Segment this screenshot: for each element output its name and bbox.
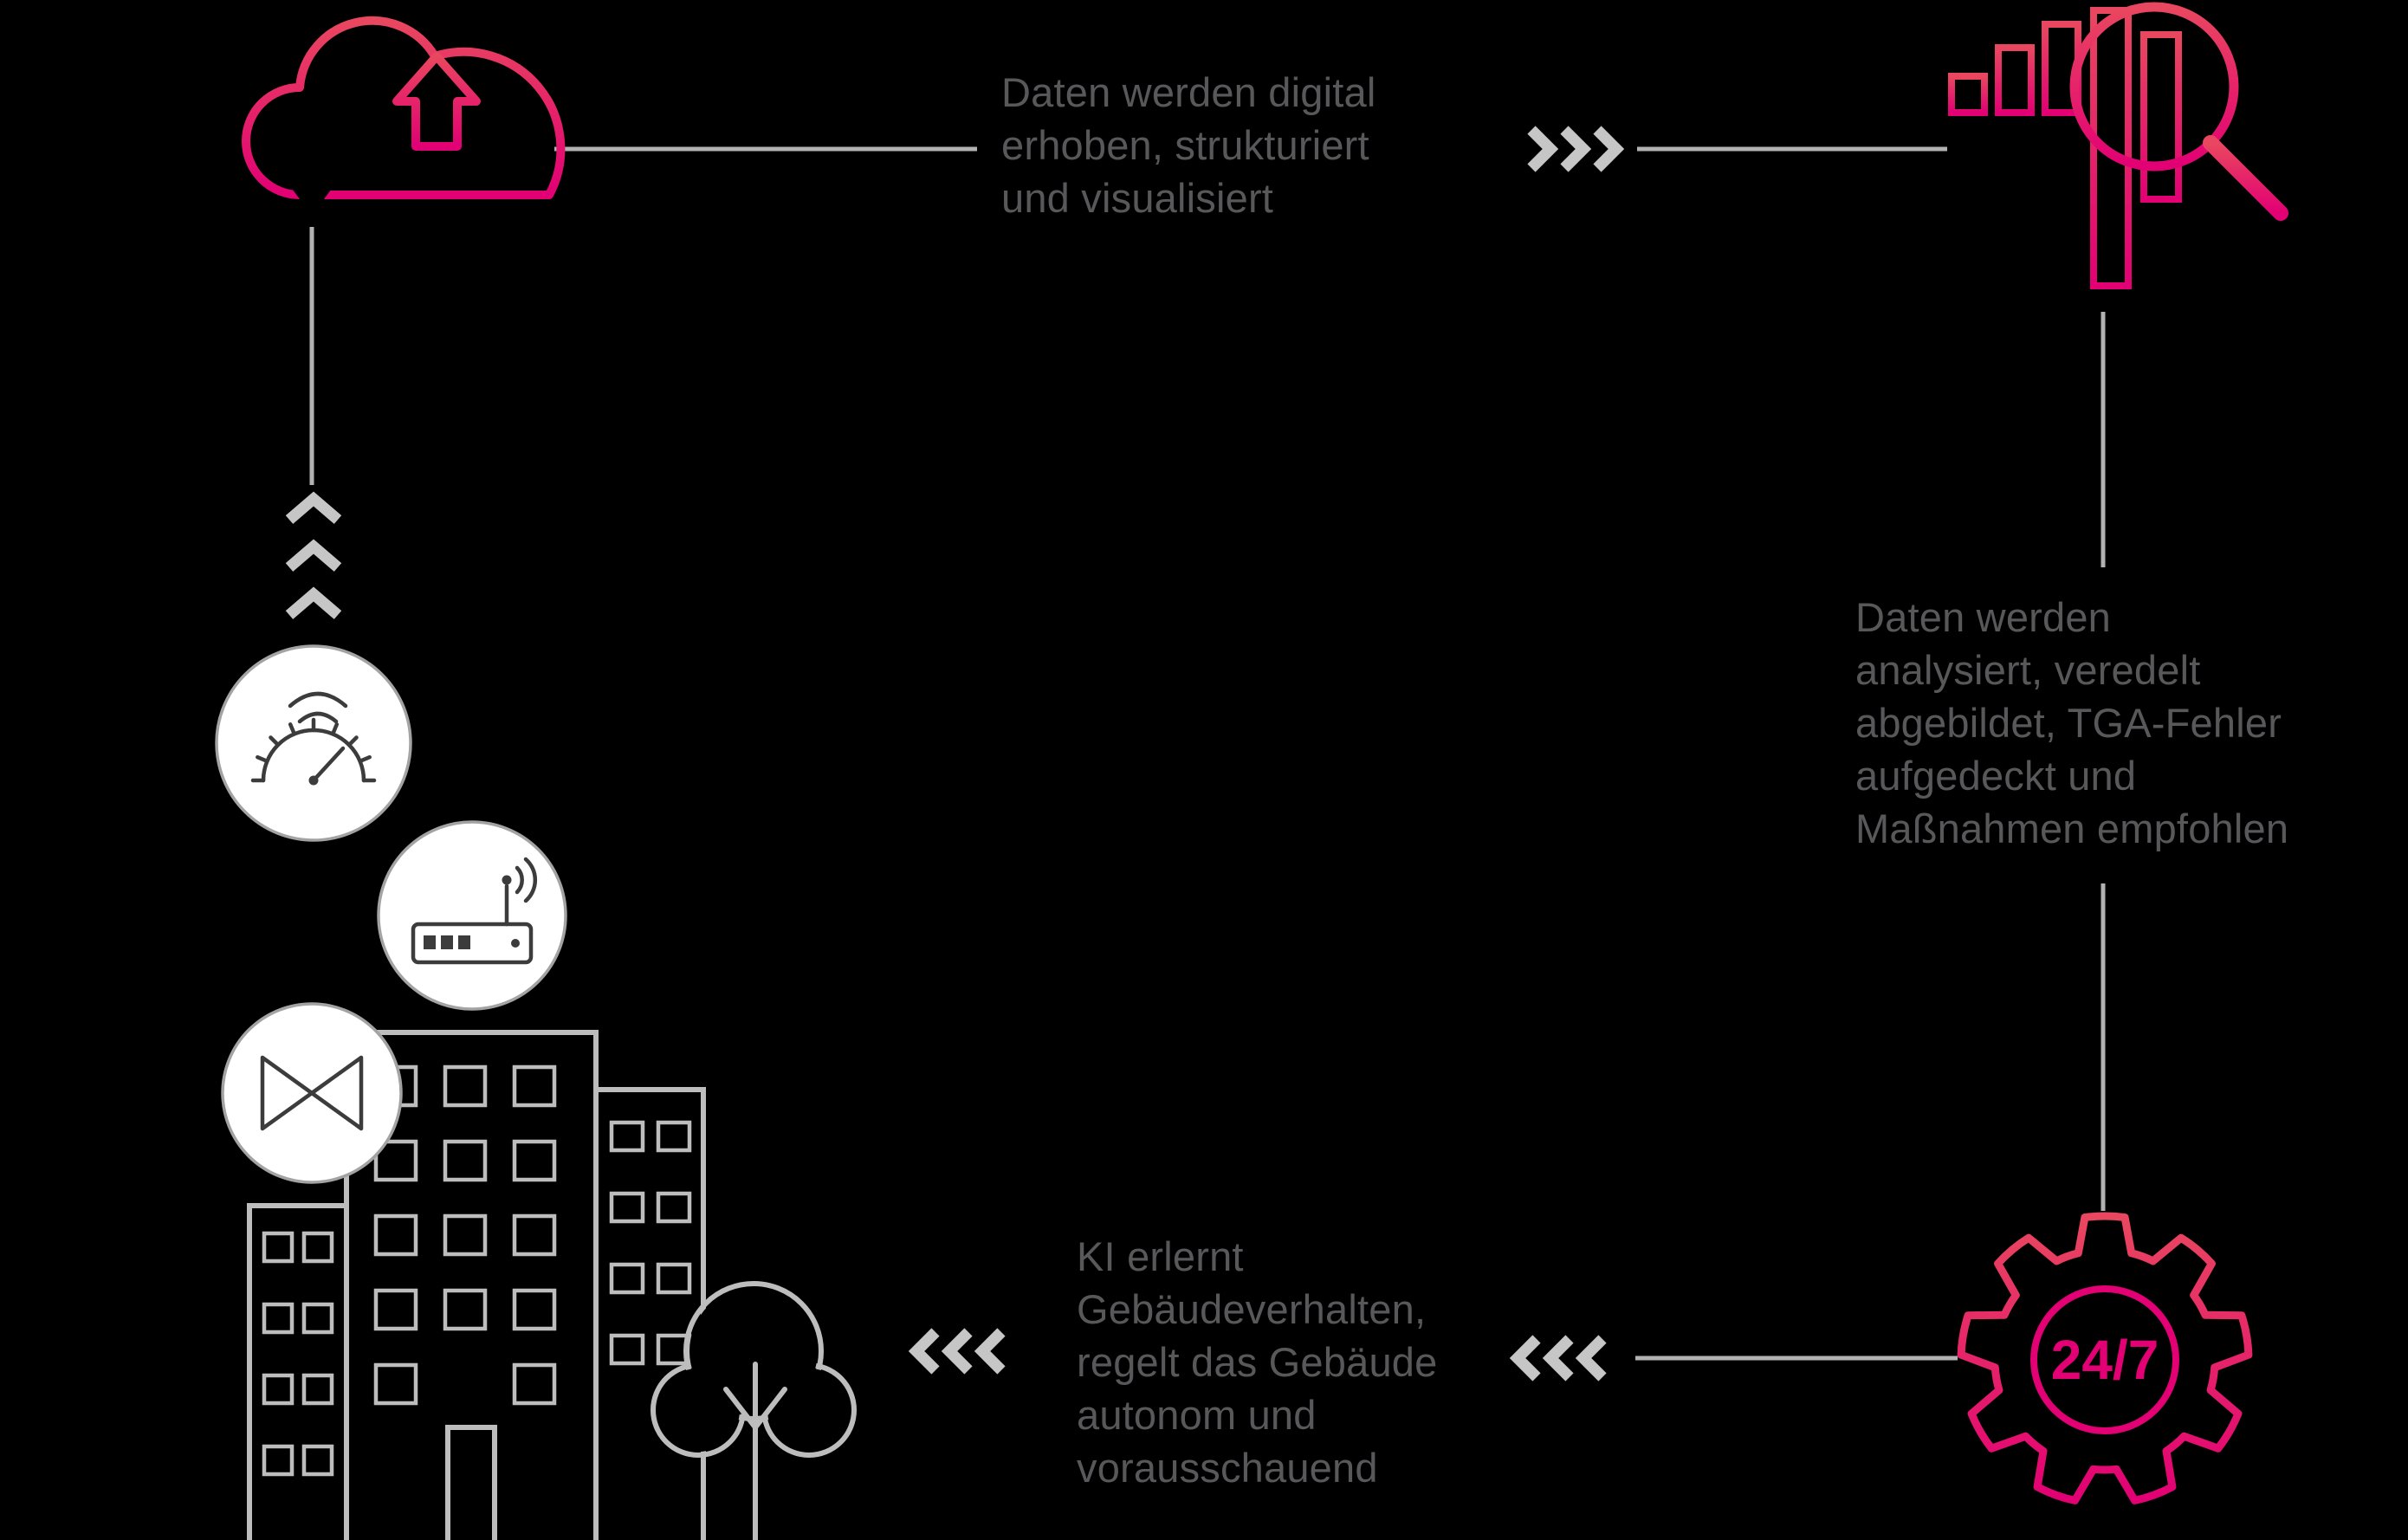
gauge-needle [311,746,346,783]
building-right-annex [593,1087,706,1540]
gear-inner-ring [2030,1285,2179,1434]
gear-247-icon [1957,1212,2253,1504]
gateway-router-icon [377,820,567,1011]
tree-icon [651,1281,857,1540]
left-chevrons-icon-2 [1509,1335,1607,1381]
up-chevrons-icon [285,491,342,619]
valve-sensor-icon [221,1002,403,1184]
tree-trunk [723,1362,787,1540]
cloud-sync-icon [242,16,566,216]
building-door [445,1425,497,1540]
gauge-sensor-icon [215,644,412,842]
building-icon [247,1030,706,1540]
antenna-tip [502,875,512,885]
magnifier-lens [2069,2,2239,171]
right-chevrons-icon [1527,126,1625,172]
gear-body [1957,1212,2253,1504]
step-analyze-text: Daten werden analysiert, veredelt abgebi… [1855,594,2289,851]
step-collect-text: Daten werden digital erhoben, strukturie… [1001,69,1376,221]
magnifier-handle [2203,135,2288,221]
bar-chart-magnifier-icon [1948,2,2288,289]
download-arrow-icon [274,105,350,216]
upload-arrow-icon [392,52,481,151]
building-left-tower [247,1203,349,1540]
building-windows [262,1064,692,1477]
step-control-text: KI erlernt Gebäudeverhalten, regelt das … [1077,1233,1438,1491]
gear-247-label: 24/7 [2050,1329,2159,1391]
cloud-outline [242,16,566,199]
left-chevrons-icon [908,1328,1006,1375]
